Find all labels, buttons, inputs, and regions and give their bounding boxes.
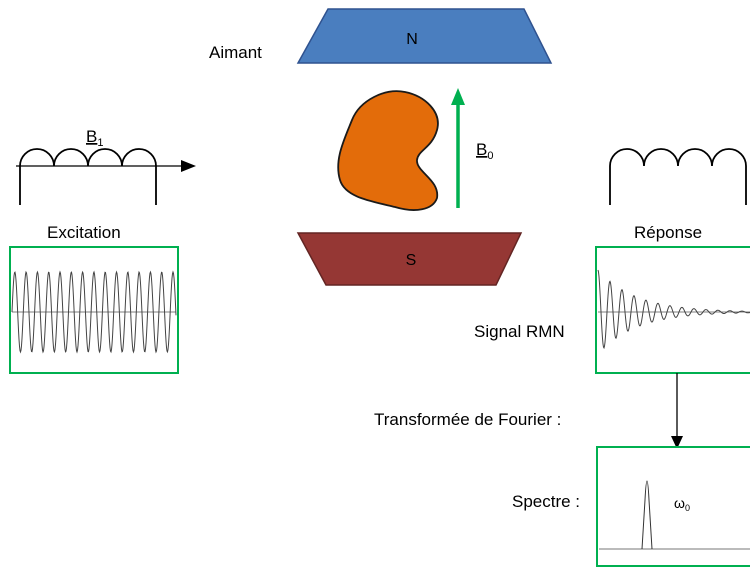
signal-rmn-label: Signal RMN: [474, 322, 565, 341]
excitation-coil: [19, 148, 157, 205]
nmr-signal-box: [595, 246, 750, 374]
excitation-waveform: [11, 270, 177, 354]
spectrum-box: [596, 446, 750, 567]
fourier-label: Transformée de Fourier :: [374, 410, 561, 429]
fourier-arrow-head: [671, 436, 683, 449]
spectrum-label: Spectre :: [512, 492, 580, 511]
excitation-label: Excitation: [47, 223, 121, 242]
magnet-label: Aimant: [209, 43, 262, 62]
magnet-south-label: S: [406, 252, 417, 269]
b0-arrow-head: [451, 88, 465, 105]
omega0-label: ω0: [674, 495, 690, 513]
magnet-north-label: N: [406, 31, 418, 48]
b1-label: B1: [86, 127, 103, 149]
magnet-south-pole: [296, 232, 523, 286]
b0-label: B0: [476, 140, 493, 162]
response-label: Réponse: [634, 223, 702, 242]
nmr-fid-waveform: [597, 269, 750, 350]
sample-blob: [337, 90, 439, 211]
b1-arrow-head: [181, 160, 196, 172]
spectrum-peak: [641, 480, 653, 550]
response-coil: [609, 148, 747, 205]
excitation-signal-box: [9, 246, 179, 374]
magnet-north-pole: [296, 8, 553, 64]
